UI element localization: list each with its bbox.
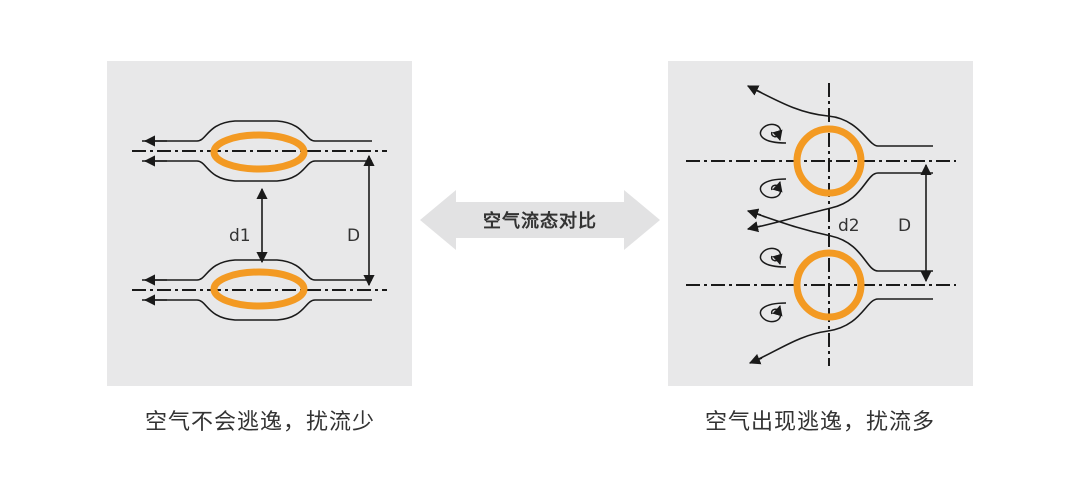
flow-streamlines	[746, 85, 933, 365]
d1-label: d1	[229, 226, 251, 246]
top-tube-circle	[793, 125, 865, 197]
D-label: D	[898, 216, 911, 236]
double-arrow-icon	[420, 190, 660, 250]
D-label: D	[347, 226, 360, 246]
bottom-tube-oval	[210, 268, 308, 310]
vortex-swirls	[759, 123, 787, 323]
comparison-label: 空气流态对比	[483, 211, 597, 232]
d2-label: d2	[838, 216, 860, 236]
top-tube-streamlines	[142, 120, 372, 182]
right-airflow-diagram: d2 D	[686, 83, 956, 366]
right-caption: 空气出现逃逸，扰流多	[704, 410, 935, 435]
left-caption: 空气不会逃逸，扰流少	[144, 410, 375, 435]
bottom-tube-circle	[793, 249, 865, 321]
left-airflow-diagram: d1 D	[132, 120, 387, 321]
top-tube-oval	[210, 131, 308, 173]
bottom-tube-streamlines	[142, 259, 372, 321]
left-diagram-panel: d1 D	[107, 61, 412, 386]
right-diagram-panel: d2 D	[668, 61, 973, 386]
